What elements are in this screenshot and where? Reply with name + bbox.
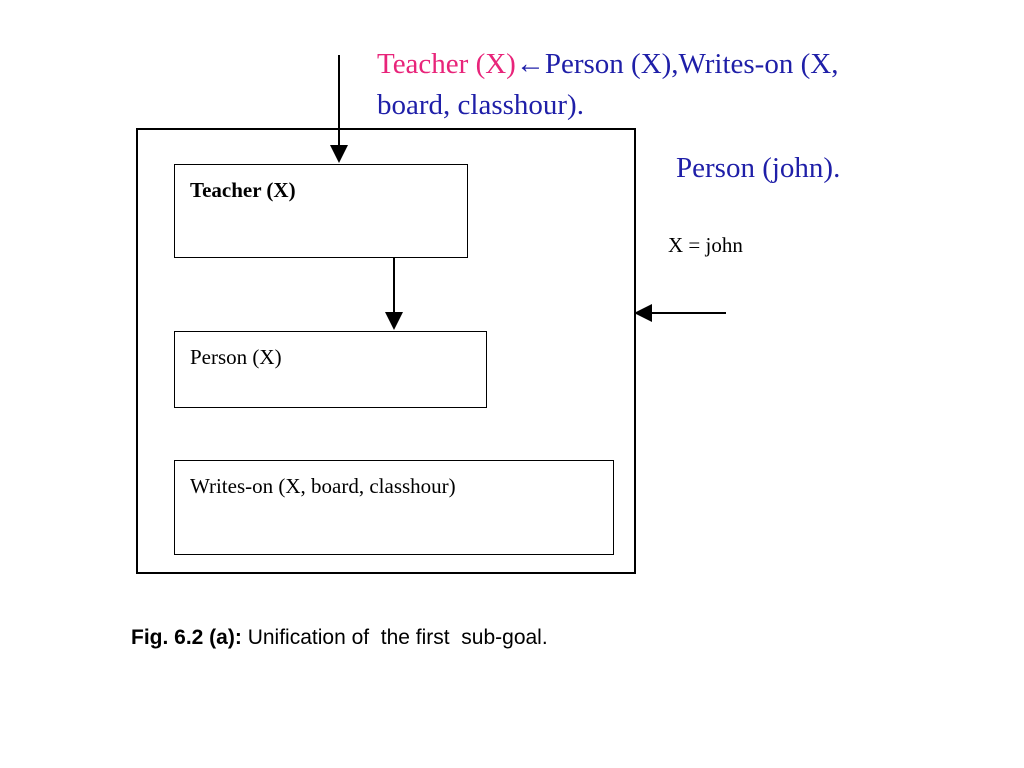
- caption-text: Unification of the first sub-goal.: [241, 626, 548, 649]
- rule-clause: Teacher (X)←Person (X),Writes-on (X, boa…: [377, 44, 977, 126]
- writes-on-node-label: Writes-on (X, board, classhour): [190, 474, 456, 498]
- figure-caption: Fig. 6.2 (a): Unification of the first s…: [131, 623, 548, 653]
- fact-clause: Person (john).: [676, 152, 841, 184]
- rule-head: Teacher (X): [377, 48, 516, 80]
- rule-body-line2: board, classhour).: [377, 89, 584, 121]
- binding-label: X = john: [668, 233, 743, 257]
- person-node: Person (X): [174, 331, 487, 408]
- teacher-to-person-arrow: [385, 257, 403, 330]
- person-node-label: Person (X): [190, 345, 282, 369]
- rule-to-teacher-arrow: [330, 55, 348, 163]
- rule-body-line1: ←Person (X),Writes-on (X,: [515, 48, 839, 80]
- caption-label: Fig. 6.2 (a):: [131, 626, 242, 649]
- fact-to-container-arrow: [634, 304, 726, 322]
- writes-on-node: Writes-on (X, board, classhour): [174, 460, 614, 555]
- teacher-node-label: Teacher (X): [190, 178, 296, 202]
- goal-container: [136, 128, 636, 574]
- teacher-node: Teacher (X): [174, 164, 468, 258]
